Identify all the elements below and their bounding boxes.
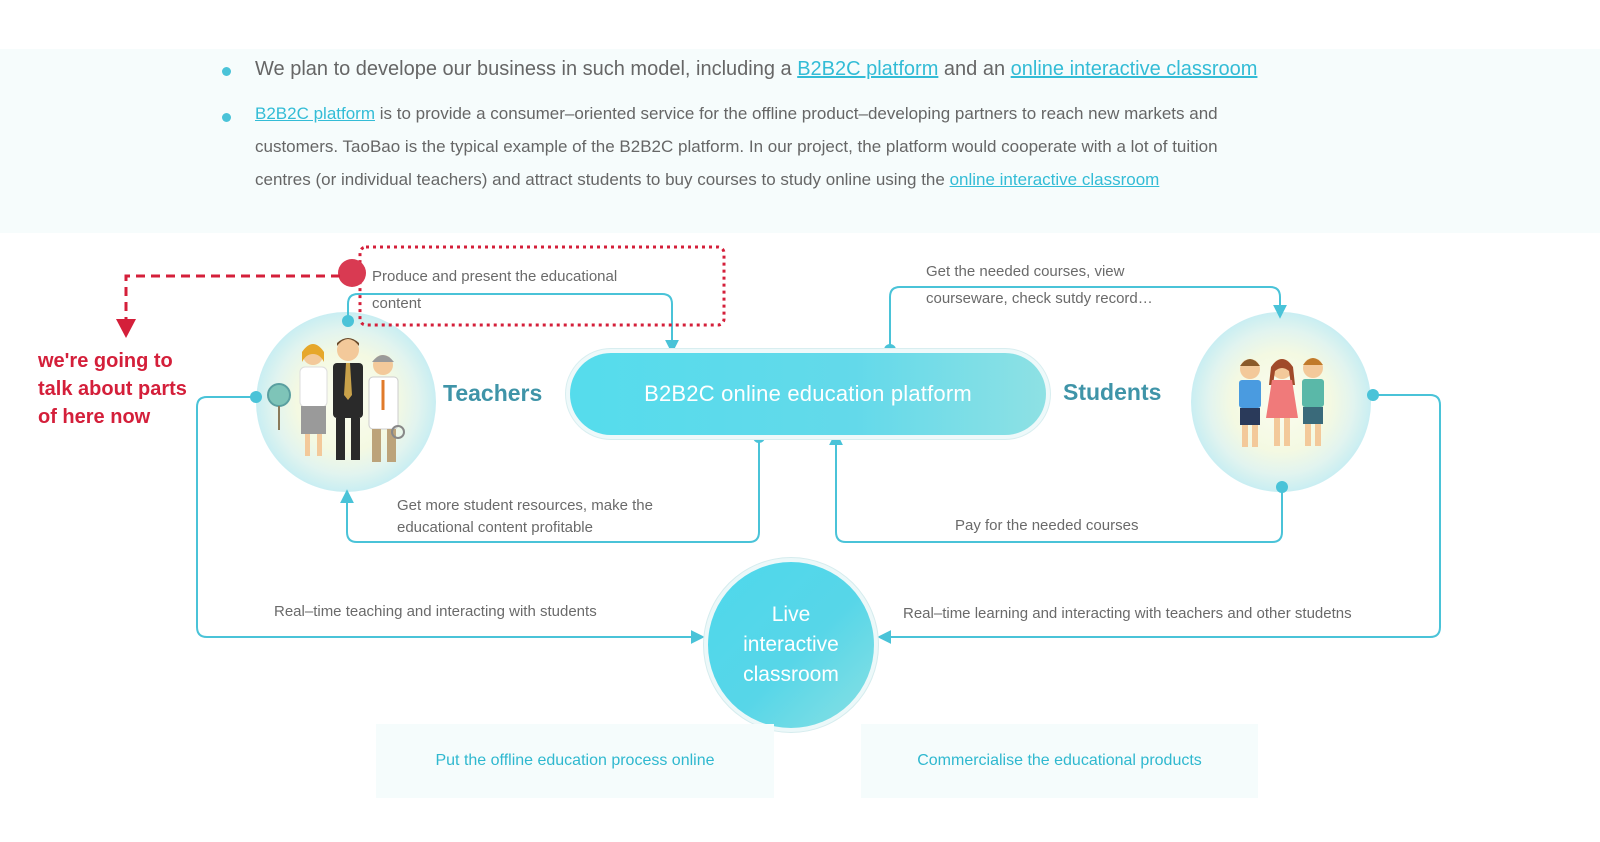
flow-label-line: Get more student resources, make the (397, 497, 653, 514)
b2b2c-platform-link[interactable]: B2B2C platform (797, 58, 939, 80)
tag-commercialise: Commercialise the educational products (861, 724, 1258, 798)
flow-label-line: courseware, check sutdy record… (926, 290, 1153, 307)
flow-label-students-to-live: Real–time learning and interacting with … (903, 600, 1352, 627)
intro-line-1: We plan to develope our business in such… (255, 58, 1257, 81)
connector-students-to-live (877, 394, 1441, 644)
annotation-arrow-line (124, 274, 340, 322)
connector-students-to-platform (829, 431, 1283, 543)
connector-teacher-to-platform (347, 293, 679, 354)
connector-platform-to-teacher (340, 437, 760, 543)
highlight-dot (338, 259, 366, 287)
b2b2c-platform-link[interactable]: B2B2C platform (255, 104, 375, 123)
annotation-note: we're going to talk about parts of here … (38, 347, 187, 431)
annotation-marker (116, 245, 726, 338)
flow-label-platform-to-teacher: Get more student resources, make the edu… (397, 495, 653, 539)
flow-label-platform-to-students: Get the needed courses, view courseware,… (926, 258, 1153, 312)
bullet-dot (222, 67, 231, 76)
flow-connectors (196, 286, 1441, 644)
tag-offline-online: Put the offline education process online (376, 724, 774, 798)
online-classroom-link[interactable]: online interactive classroom (949, 170, 1160, 189)
flow-label-line: Produce and present the educational (372, 268, 618, 285)
flow-label-teacher-to-live: Real–time teaching and interacting with … (274, 598, 597, 625)
intro-line-4: centres (or individual teachers) and att… (255, 170, 1159, 190)
intro-panel (0, 49, 1600, 233)
students-illustration (1239, 358, 1324, 447)
annotation-arrowhead (116, 319, 136, 338)
flow-label-line: Get the needed courses, view (926, 263, 1125, 280)
flow-label-line: educational content profitable (397, 519, 593, 536)
flow-label-line: Real–time teaching and interacting with … (274, 603, 597, 620)
connector-platform-to-students (889, 286, 1287, 350)
students-label: Students (1063, 379, 1162, 405)
intro-text: centres (or individual teachers) and att… (255, 170, 950, 189)
annotation-note-line: we're going to (38, 350, 173, 372)
teachers-label: Teachers (443, 380, 543, 406)
platform-node: B2B2C online education platform (570, 353, 1046, 435)
flow-label-students-to-platform: Pay for the needed courses (955, 512, 1138, 539)
intro-text: We plan to develope our business in such… (255, 58, 798, 80)
flow-label-line: Real–time learning and interacting with … (903, 605, 1352, 622)
flow-label-line: content (372, 295, 422, 312)
intro-line-2: B2B2C platform is to provide a consumer–… (255, 104, 1218, 124)
connector-teacher-to-live (196, 396, 705, 644)
intro-line-3: customers. TaoBao is the typical example… (255, 137, 1218, 156)
flow-label-teacher-to-platform: Produce and present the educational cont… (372, 263, 617, 317)
intro-text: and an (938, 58, 1011, 80)
teachers-illustration (267, 338, 405, 462)
annotation-note-line: talk about parts (38, 378, 187, 400)
flow-label-line: Pay for the needed courses (955, 517, 1139, 534)
online-classroom-link[interactable]: online interactive classroom (1010, 58, 1258, 80)
live-classroom-node: Live interactive classroom (708, 562, 874, 728)
highlight-box (358, 245, 726, 327)
intro-text: is to provide a consumer–oriented servic… (375, 104, 1218, 123)
bullet-dot (222, 113, 231, 122)
annotation-note-line: of here now (38, 406, 151, 428)
live-classroom-label: Live interactive classroom (743, 603, 839, 686)
